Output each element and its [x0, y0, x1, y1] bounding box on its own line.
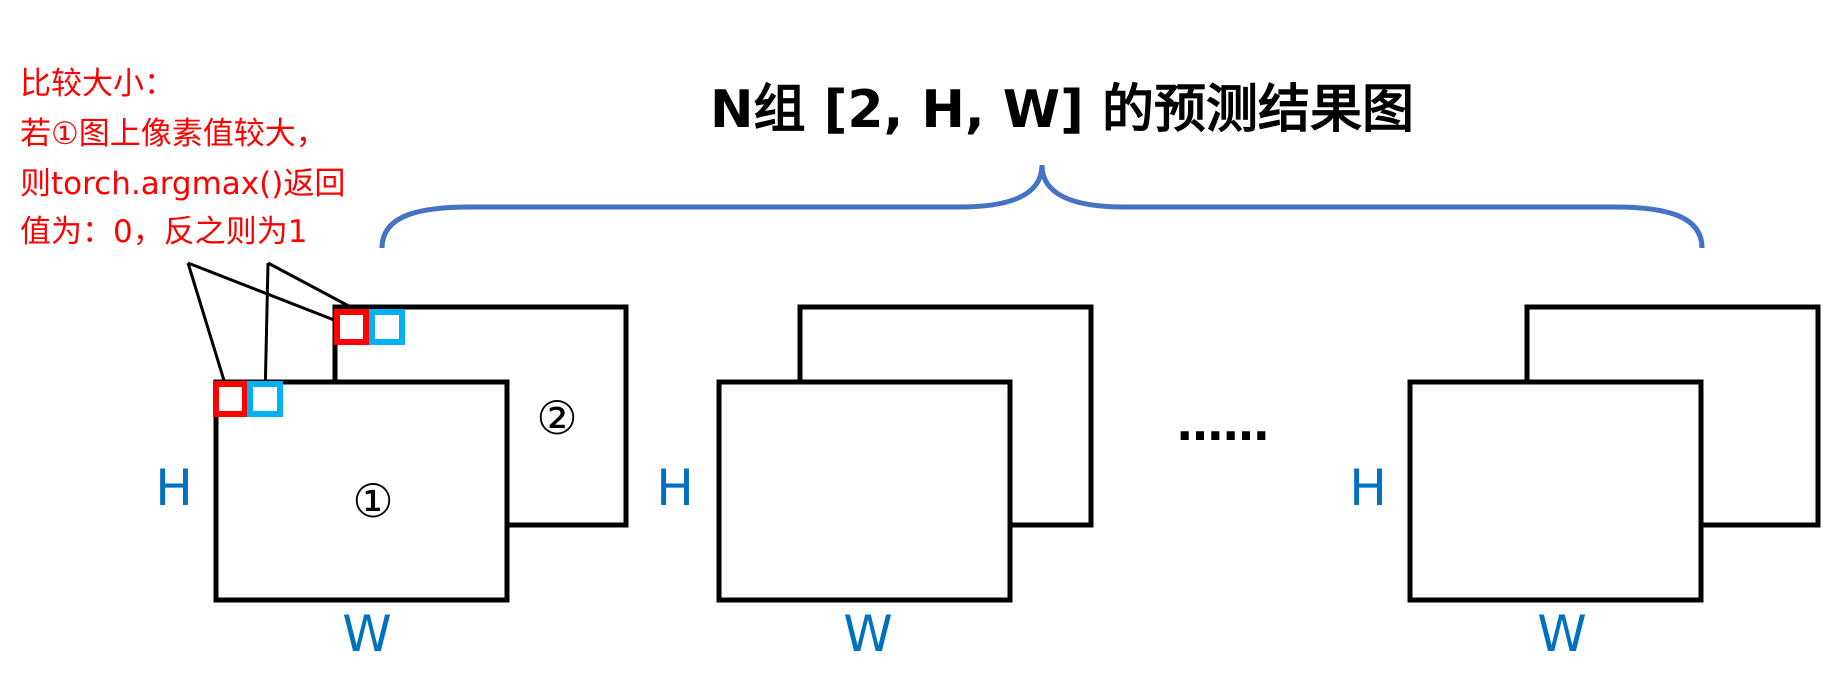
prediction-group-1: ② ① H W: [155, 304, 629, 663]
callout-line-map1-red: [186, 262, 232, 401]
map-1-frame: [716, 379, 1013, 603]
map-2-label: ②: [536, 391, 577, 445]
map-1-pixel-blue: [247, 381, 283, 417]
map-1-label: ①: [352, 474, 393, 528]
diagram-title: N组 [2, H, W] 的预测结果图: [710, 80, 1414, 140]
map-1-pixel-red: [213, 381, 248, 417]
width-label: W: [1537, 605, 1586, 663]
note-line-2: 若①图上像素值较大，: [20, 116, 327, 152]
prediction-group-2: H W: [656, 304, 1094, 663]
group-brace: [379, 164, 1705, 249]
callout-line-map1-blue: [263, 262, 270, 401]
width-label: W: [843, 605, 892, 663]
note-line-3: 则torch.argmax()返回: [20, 166, 345, 202]
map-2-pixel-blue: [369, 309, 405, 345]
map-1-frame: [1407, 379, 1704, 603]
height-label: H: [656, 459, 694, 517]
height-label: H: [1349, 459, 1387, 517]
callout-line-map2-red: [187, 261, 353, 329]
note-line-1: 比较大小：: [20, 66, 175, 102]
argmax-note: 比较大小： 若①图上像素值较大， 则torch.argmax()返回 值为：0，…: [20, 66, 345, 250]
height-label: H: [155, 459, 193, 517]
note-line-4: 值为：0，反之则为1: [20, 214, 307, 250]
map-2-pixel-red: [334, 309, 369, 345]
width-label: W: [342, 605, 391, 663]
ellipsis: ……: [1177, 397, 1269, 451]
prediction-group-3: H W: [1349, 304, 1821, 663]
map-1-frame: [213, 379, 510, 603]
